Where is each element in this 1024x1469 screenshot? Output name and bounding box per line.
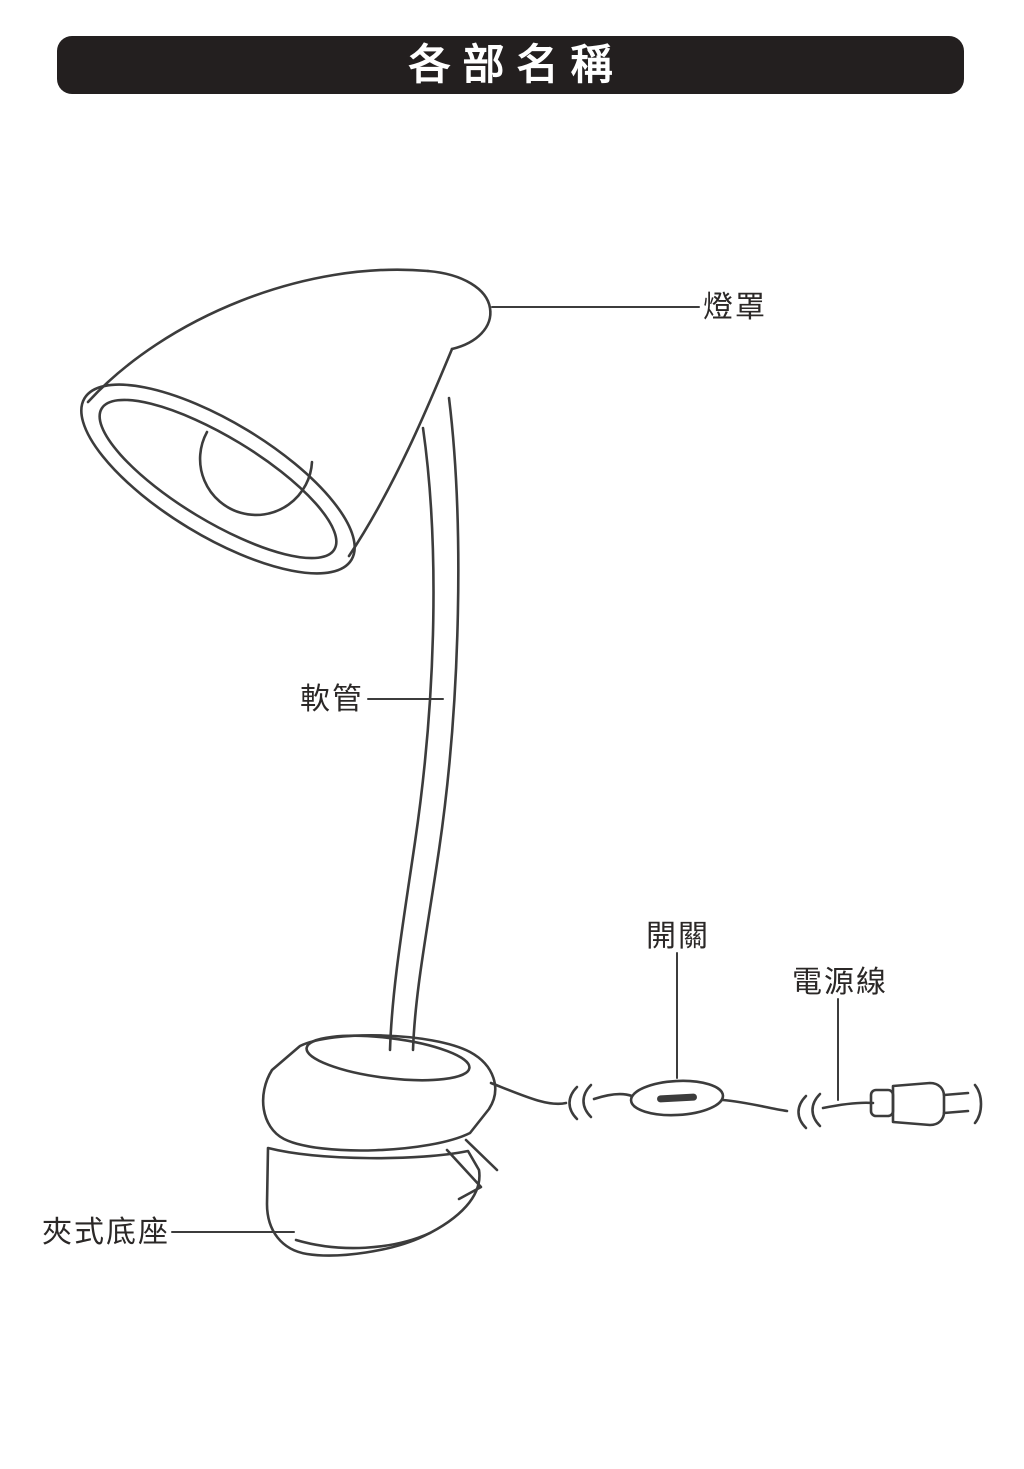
leader-lines (171, 306, 839, 1233)
plug-body (891, 1081, 946, 1127)
cord-segment-2 (592, 1092, 634, 1101)
cord-break-mark (797, 1094, 808, 1130)
label-switch: 開關 (646, 920, 710, 953)
plug-prong-top (942, 1091, 970, 1097)
cord-segment-1 (489, 1081, 568, 1106)
shade-apex-cap (426, 269, 492, 351)
plug-prong-bottom (942, 1109, 970, 1115)
base-top-face (305, 1034, 471, 1082)
power-cord-drawing (489, 1081, 875, 1130)
shade-bottom-edge (347, 347, 454, 558)
clip-spring (445, 1148, 483, 1201)
base-upper-jaw (261, 1034, 497, 1152)
plug-motion-arc (973, 1083, 983, 1125)
cord-segment-4 (821, 1101, 875, 1110)
switch-slider-slot (657, 1093, 697, 1103)
label-lampshade: 燈罩 (703, 291, 767, 324)
switch-body (629, 1079, 725, 1117)
clip-base-drawing (261, 1034, 499, 1257)
power-plug (869, 1081, 983, 1127)
page-title: 各部名稱 (408, 41, 625, 88)
label-power-cord: 電源線 (792, 966, 888, 999)
base-bottom-pad (294, 1231, 432, 1250)
title-banner: 各部名稱 (57, 36, 964, 94)
label-flexible-tube: 軟管 (300, 683, 364, 716)
cord-segment-3 (721, 1098, 789, 1113)
shade-inner-rim (98, 398, 338, 560)
cord-break-mark (568, 1085, 579, 1121)
cord-break-mark (811, 1092, 822, 1128)
light-bulb-icon (198, 430, 314, 517)
label-clip-base: 夾式底座 (42, 1216, 170, 1249)
base-lower-jaw (265, 1146, 481, 1257)
lamp-shade (80, 268, 492, 575)
inline-switch (629, 1079, 725, 1117)
tube-right-edge (411, 396, 460, 1052)
clip-spring-arm (464, 1138, 499, 1172)
shade-top-edge (86, 268, 430, 404)
gooseneck-tube (388, 396, 460, 1052)
shade-outer-rim (80, 383, 356, 575)
tube-left-edge (388, 426, 435, 1052)
cord-break-mark (582, 1083, 593, 1119)
